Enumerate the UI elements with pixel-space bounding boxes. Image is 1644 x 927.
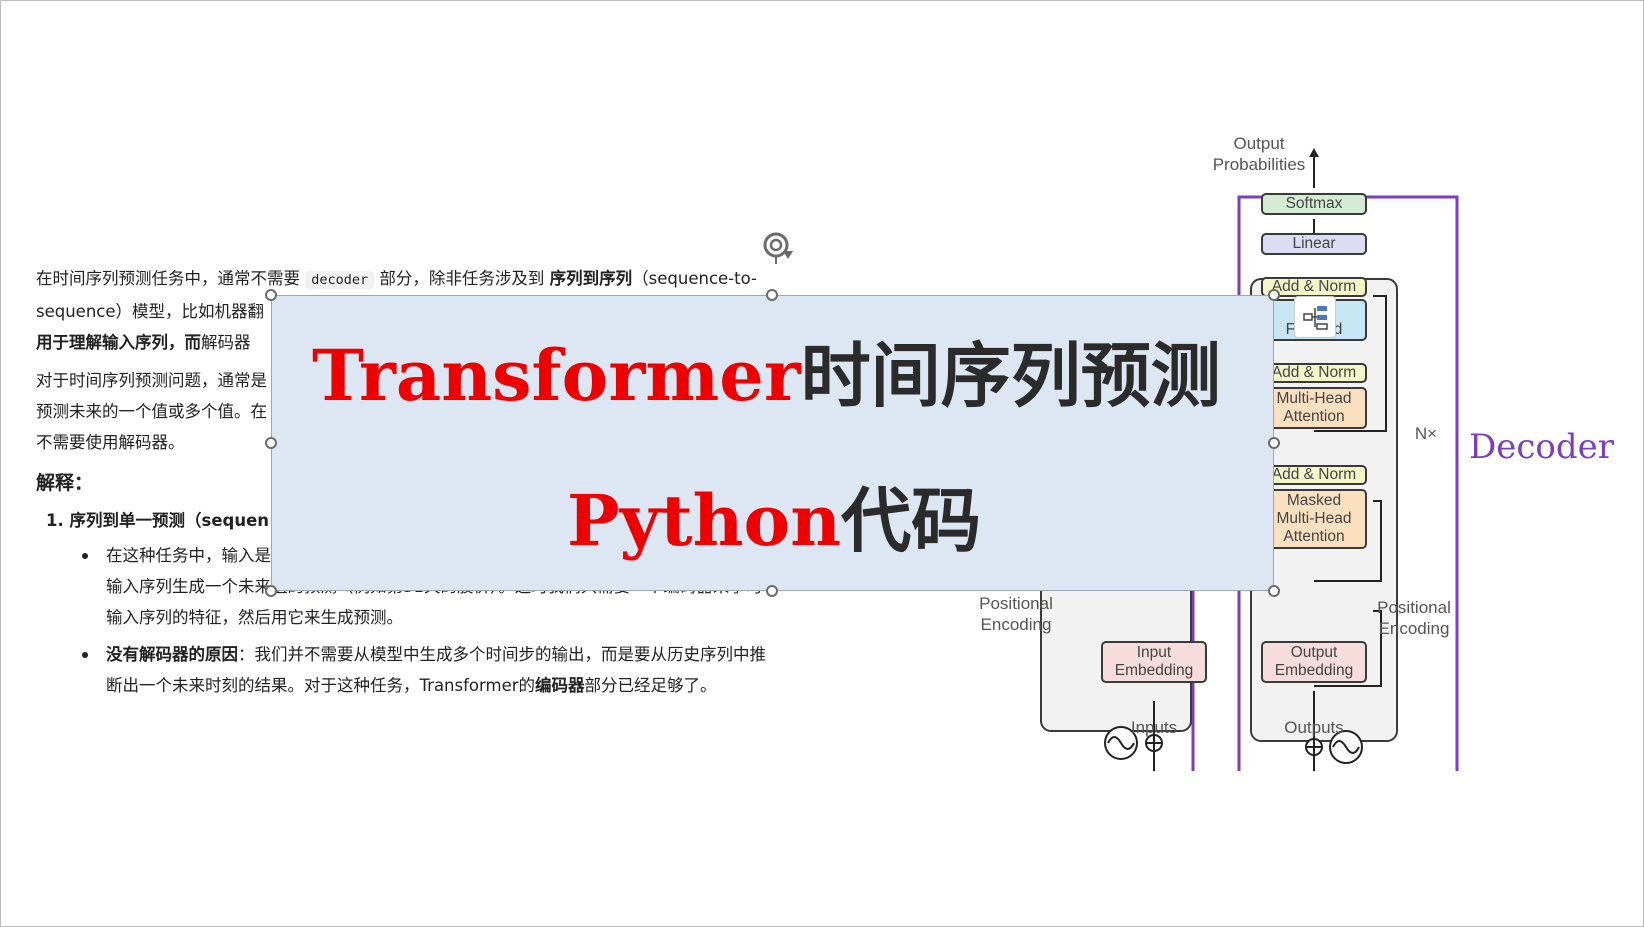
title-line2-red: Python <box>567 479 842 562</box>
masked-multi-head-attention-box: Masked Multi-Head Attention <box>1261 489 1367 549</box>
resize-handle-top-center[interactable] <box>766 289 778 301</box>
add-norm-low-box: Add & Norm <box>1261 465 1367 485</box>
positional-encoding-left-label: Positional Encoding <box>979 594 1053 634</box>
add-norm-mid-box: Add & Norm <box>1261 363 1367 383</box>
layout-options-icon[interactable] <box>1294 296 1336 338</box>
p1-line3-bold: 用于理解输入序列，而 <box>36 333 201 352</box>
linear-box: Linear <box>1261 233 1367 255</box>
bullet2-bold2: 编码器 <box>535 676 585 695</box>
inline-code: decoder <box>305 271 375 289</box>
bullet1-line1: 在这种任务中，输入是 <box>106 546 271 565</box>
bullet2-text-b: 断出一个未来时刻的结果。对于这种任务，Transformer的 <box>106 676 536 695</box>
list-item-1: 1. 序列到单一预测（sequen <box>46 511 269 530</box>
bullet2-text-a: ：我们并不需要从模型中生成多个时间步的输出，而是要从历史序列中推 <box>238 645 766 664</box>
title-line2-dark: 代码 <box>841 480 982 562</box>
title-line1-dark: 时间序列预测 <box>800 335 1221 417</box>
p1-text-c: （sequence-to- <box>632 269 757 288</box>
p1-line3-rest: 解码器 <box>201 333 251 352</box>
resize-handle-top-right[interactable] <box>1268 289 1280 301</box>
decoder-label: Decoder <box>1469 427 1615 467</box>
positional-encoding-right-label: Positional Encoding <box>1377 598 1451 638</box>
output-probabilities-label: Output Probabilities <box>1212 134 1306 174</box>
bullet2-text-c: 部分已经足够了。 <box>584 676 717 695</box>
outputs-label: Outputs <box>1284 718 1344 737</box>
add-norm-top-box: Add & Norm <box>1261 277 1367 297</box>
resize-handle-middle-left[interactable] <box>265 437 277 449</box>
bullet1-line3: 输入序列的特征，然后用它来生成预测。 <box>106 608 403 627</box>
nx-label: N× <box>1414 424 1438 443</box>
p2-line1: 对于时间序列预测问题，通常是 <box>36 371 267 390</box>
bullet2-bold: 没有解码器的原因 <box>106 645 238 664</box>
explanation-heading: 解释： <box>36 472 94 494</box>
title-line-2: Python代码 <box>567 479 982 562</box>
p2-line3: 不需要使用解码器。 <box>36 433 185 452</box>
p1-text-a: 在时间序列预测任务中，通常不需要 <box>36 269 306 288</box>
inputs-label: Inputs <box>1130 718 1178 737</box>
resize-handle-bottom-right[interactable] <box>1268 585 1280 597</box>
softmax-box: Softmax <box>1261 193 1367 215</box>
resize-handle-bottom-center[interactable] <box>766 585 778 597</box>
multi-head-attention-box: Multi-Head Attention <box>1261 387 1367 429</box>
paragraph-2: 对于时间序列预测问题，通常是 预测未来的一个值或多个值。在 不需要使用解码器。 <box>36 365 806 458</box>
resize-handle-top-left[interactable] <box>265 289 277 301</box>
title-textbox[interactable]: Transformer时间序列预测 Python代码 <box>271 295 1274 591</box>
p1-text-b: 部分，除非任务涉及到 <box>374 269 550 288</box>
p1-line2: sequence）模型，比如机器翻 <box>36 302 265 321</box>
p1-bold: 序列到序列 <box>549 269 633 288</box>
title-line-1: Transformer时间序列预测 <box>312 334 1221 417</box>
bullet-item-2: 没有解码器的原因：我们并不需要从模型中生成多个时间步的输出，而是要从历史序列中推… <box>36 639 806 701</box>
paragraph-1: 在时间序列预测任务中，通常不需要 decoder 部分，除非任务涉及到 序列到序… <box>36 263 806 358</box>
rotate-handle-icon[interactable] <box>759 229 795 265</box>
title-line1-red: Transformer <box>312 334 801 417</box>
resize-handle-bottom-left[interactable] <box>265 585 277 597</box>
resize-handle-middle-right[interactable] <box>1268 437 1280 449</box>
p2-line2: 预测未来的一个值或多个值。在 <box>36 402 267 421</box>
input-embedding-box: Input Embedding <box>1101 641 1207 683</box>
output-embedding-box: Output Embedding <box>1261 641 1367 683</box>
